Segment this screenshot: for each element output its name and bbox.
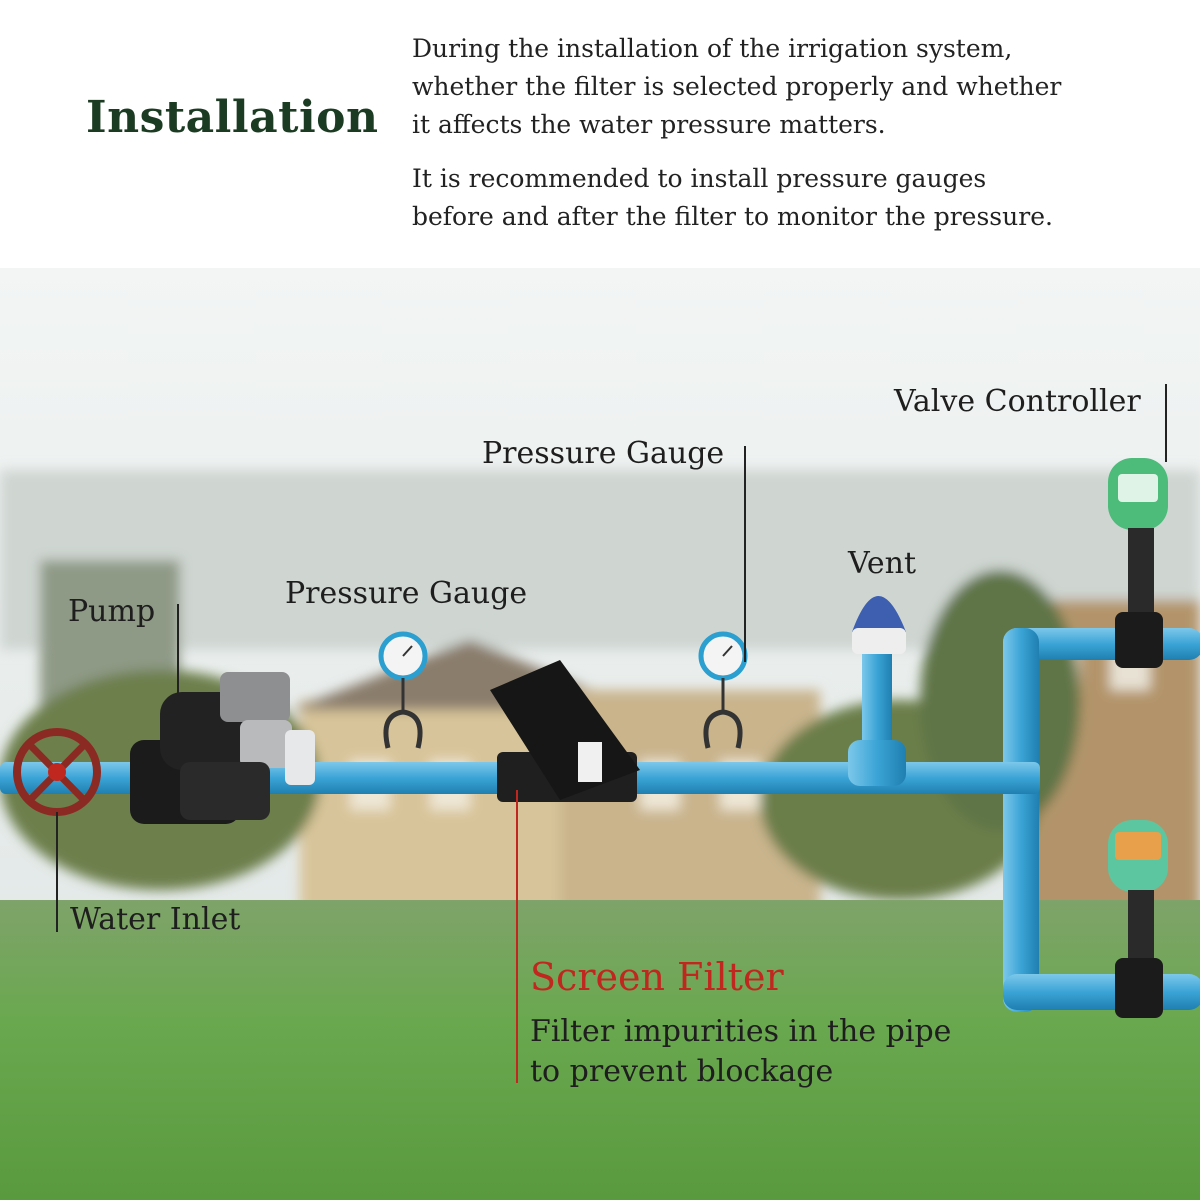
grass (0, 900, 1200, 1200)
vent-label: Vent (848, 546, 917, 581)
intro-line: it affects the water pressure matters. (412, 110, 886, 139)
pump-label: Pump (68, 594, 156, 629)
valve-controller-top (1108, 458, 1168, 668)
pressure-gauge-1 (378, 631, 428, 749)
pressure-gauge-2-label: Pressure Gauge (482, 436, 725, 471)
water-inlet-label: Water Inlet (70, 902, 241, 937)
screen-filter (490, 660, 640, 802)
recommendation-paragraph: It is recommended to install pressure ga… (412, 160, 1172, 236)
recommendation-line: before and after the filter to monitor t… (412, 202, 1053, 231)
header: Installation During the installation of … (0, 0, 1200, 268)
screen-filter-description-line: Filter impurities in the pipe (530, 1014, 952, 1049)
intro-line: During the installation of the irrigatio… (412, 34, 1013, 63)
screen-filter-description: Filter impurities in the pipe to prevent… (530, 1012, 951, 1092)
vent-cap (852, 596, 906, 632)
recommendation-line: It is recommended to install pressure ga… (412, 164, 987, 193)
pressure-gauge-1-label: Pressure Gauge (285, 576, 528, 611)
intro-paragraph: During the installation of the irrigatio… (412, 30, 1172, 144)
intro-line: whether the filter is selected properly … (412, 72, 1062, 101)
irrigation-scene (0, 268, 1200, 1200)
page-title: Installation (86, 92, 379, 143)
valve-controller-bottom (1108, 820, 1168, 1018)
valve-controller-label: Valve Controller (894, 384, 1141, 419)
pump (130, 672, 315, 824)
screen-filter-description-line: to prevent blockage (530, 1054, 834, 1089)
screen-filter-title: Screen Filter (530, 955, 784, 999)
